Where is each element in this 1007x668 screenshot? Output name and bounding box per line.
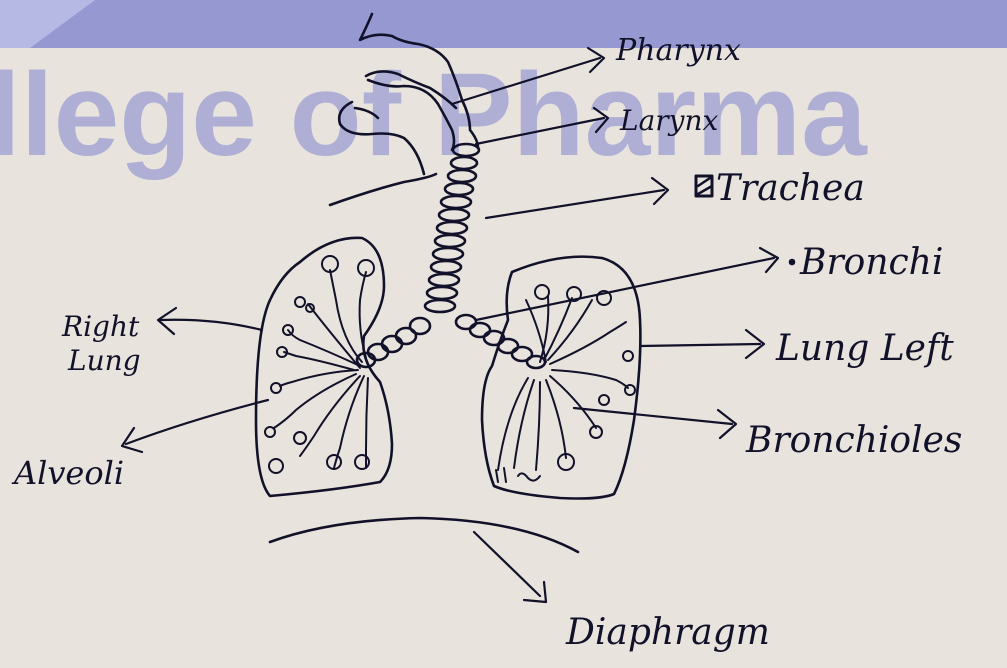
label-right-lung-line1: Right	[61, 310, 140, 343]
label-bronchi: Bronchi	[799, 242, 943, 283]
label-pharynx: Pharynx	[615, 33, 741, 68]
label-alveoli: Alveoli	[11, 454, 124, 492]
label-lung-left: Lung Left	[775, 328, 954, 369]
label-trachea: Trachea	[716, 168, 865, 209]
label-right-lung-line2: Lung	[67, 344, 141, 377]
watermark-banner	[0, 0, 1007, 48]
label-bronchioles: Bronchioles	[745, 420, 962, 461]
label-diaphragm: Diaphragm	[565, 612, 770, 653]
watermark-text: llege of Pharma	[0, 49, 868, 181]
bronchi-dot	[790, 260, 794, 264]
label-larynx: Larynx	[619, 104, 719, 137]
